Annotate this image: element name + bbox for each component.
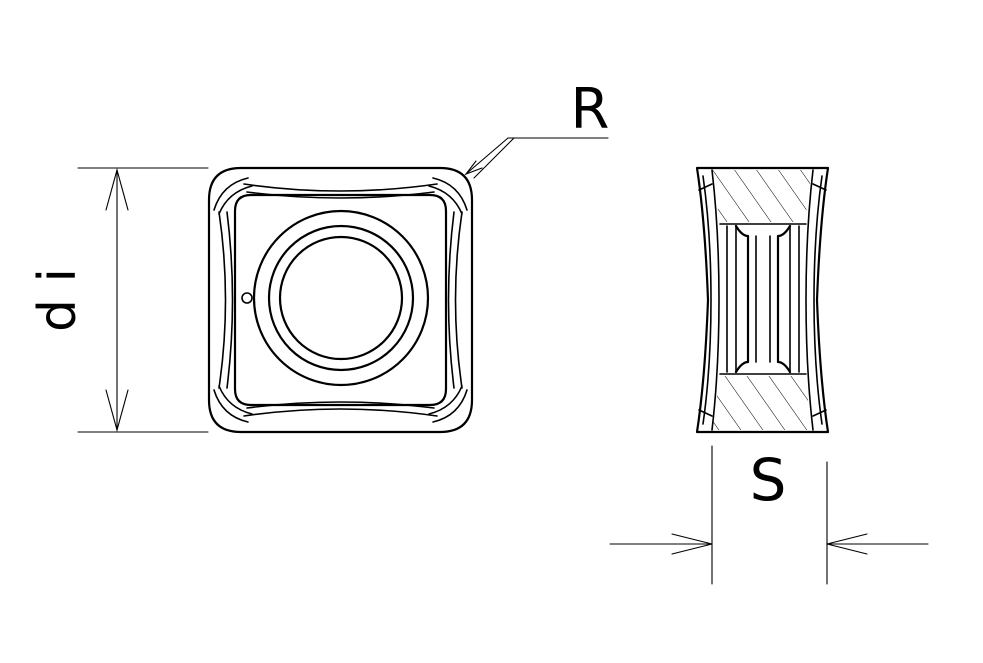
leader-line-1 xyxy=(465,137,509,175)
inscribed-diameter-dimension: d i xyxy=(28,167,209,433)
leader-line-2 xyxy=(473,137,515,179)
thickness-dimension: S xyxy=(609,445,929,585)
locating-mark xyxy=(241,292,253,304)
insert-rake-face xyxy=(233,193,448,407)
section-hatch-bottom xyxy=(712,376,812,430)
hole-countersink xyxy=(252,209,430,387)
center-hole xyxy=(278,235,404,361)
hole-profile-left xyxy=(734,224,750,374)
arrow-left xyxy=(671,533,713,555)
inscribed-diameter-label: d i xyxy=(28,268,88,332)
side-outline xyxy=(695,166,830,434)
hole-profile-right xyxy=(776,224,792,374)
insert-front-view xyxy=(207,166,474,434)
insert-side-view xyxy=(695,166,830,434)
arrow-bottom xyxy=(105,389,129,433)
cutting-edge-lines xyxy=(218,183,463,417)
corner-radius-label: R xyxy=(571,77,610,142)
leader-arrow xyxy=(464,160,483,176)
thickness-label: S xyxy=(750,446,787,514)
arrow-right xyxy=(826,533,868,555)
side-inner-right xyxy=(805,169,814,431)
side-inner-left xyxy=(711,169,720,431)
corner-facets xyxy=(213,177,468,423)
insert-outline xyxy=(207,166,474,434)
section-hatch-top xyxy=(712,170,812,222)
corner-radius-callout: R xyxy=(464,77,610,179)
hole-outer-ring xyxy=(267,224,415,372)
arrow-top xyxy=(105,167,129,211)
